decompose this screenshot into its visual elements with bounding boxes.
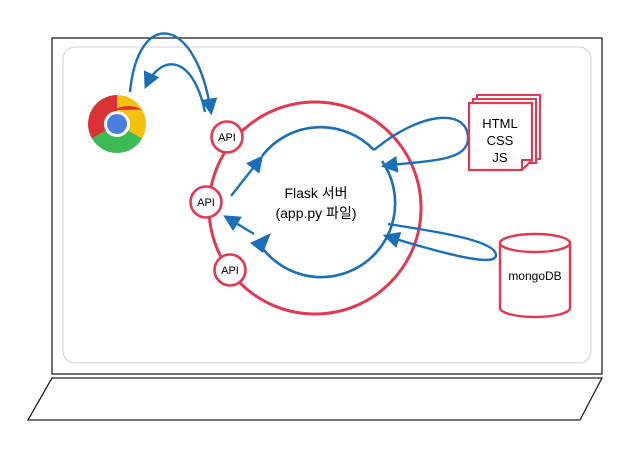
api-node-bottom-label: API [221, 265, 239, 277]
server-inner-loop-top [260, 125, 375, 157]
api-node-top-label: API [218, 132, 236, 144]
chrome-icon [88, 95, 146, 153]
loop-to-api-arrow [223, 215, 255, 236]
static-file-css: CSS [487, 133, 514, 148]
api-to-browser-arrow [143, 63, 207, 113]
database-label: mongoDB [508, 269, 561, 283]
api-node-middle-label: API [197, 197, 215, 209]
server-inner-loop-arc [255, 160, 397, 279]
api-up-arrow [230, 155, 264, 197]
api-node-middle: API [189, 185, 223, 219]
cylinder-database-icon [498, 232, 572, 319]
api-node-top: API [210, 120, 244, 154]
browser-to-api-arrow [128, 32, 218, 116]
server-title: Flask 서버 [284, 185, 347, 201]
static-file-html: HTML [482, 116, 517, 131]
server-subtitle: (app.py 파일) [275, 205, 356, 221]
static-file-js: JS [492, 150, 508, 165]
laptop-keyboard-base [26, 377, 604, 421]
server-loop-arrowhead [250, 233, 271, 253]
stacked-document-icon [467, 94, 541, 172]
api-node-bottom: API [213, 253, 247, 287]
laptop-screen-inner [62, 46, 592, 364]
database-arrow [382, 222, 498, 262]
